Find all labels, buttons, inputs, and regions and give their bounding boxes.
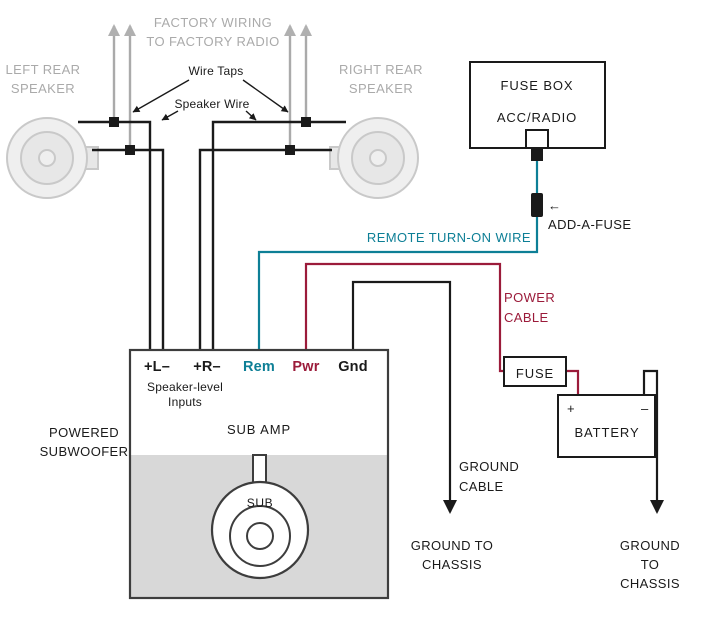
amp-terminal-ground: Gnd (338, 359, 368, 375)
fuse-box-connector (531, 148, 543, 161)
wire-taps-label: Wire Taps (188, 64, 244, 78)
right-speaker-dustcap (369, 149, 387, 167)
right-speaker-label: RIGHT REAR SPEAKER (339, 62, 423, 96)
ground-to-chassis-right-label: GROUND TO CHASSIS (619, 538, 681, 591)
amp-terminal-right-input: +R– (193, 359, 221, 375)
powered-subwoofer-unit (128, 348, 390, 600)
left-arrow-icon: ← (548, 198, 562, 213)
left-rear-speaker (6, 117, 99, 199)
sub-speaker-dustcap (246, 522, 274, 550)
speaker-wire-pointer-left (161, 110, 179, 121)
amp-terminal-power: Pwr (292, 359, 320, 375)
remote-turn-on-label: REMOTE TURN-ON WIRE (366, 230, 531, 245)
sub-connector (252, 454, 267, 484)
ground-to-chassis-left-label: GROUND TO CHASSIS (410, 538, 494, 572)
fuse-box (469, 61, 606, 161)
power-cable-label: POWER CABLE (504, 290, 556, 325)
amp-terminal-remote: Rem (242, 359, 276, 375)
power-cable-wire (304, 262, 504, 373)
inline-fuse-outline (503, 356, 567, 387)
powered-subwoofer-label: POWERED SUBWOOFER (39, 425, 129, 459)
battery-plus-terminal: + (567, 401, 575, 416)
ground-cable-label: GROUND CABLE (459, 459, 520, 494)
fuse-label: FUSE (515, 366, 555, 381)
battery-label: BATTERY (574, 425, 640, 440)
fuse-box-circuit-label: ACC/RADIO (496, 110, 578, 125)
wire-taps-pointer-right (242, 79, 289, 113)
battery-minus-terminal: – (641, 401, 649, 416)
battery-ground-wire (642, 369, 664, 514)
battery-outline (557, 394, 656, 458)
fuse-box-slot (525, 129, 549, 149)
left-speaker-wire-2 (92, 148, 165, 350)
left-speaker-wire-1 (78, 120, 152, 350)
speaker-level-inputs-label: Speaker-level Inputs (147, 380, 223, 409)
amp-terminal-left-input: +L– (144, 359, 170, 375)
amp-box-outline (128, 348, 390, 600)
wire-tap-2 (125, 145, 135, 155)
speaker-wire-label: Speaker Wire (174, 97, 250, 111)
left-speaker-dustcap (38, 149, 56, 167)
right-speaker-wire-2 (198, 148, 332, 350)
sub-amp-label: SUB AMP (226, 422, 292, 437)
sub-label: SUB (246, 496, 274, 510)
right-speaker-wire-1 (211, 120, 346, 350)
right-rear-speaker (329, 117, 419, 199)
wire-taps-pointer-left (132, 79, 190, 113)
wire-tap-3 (301, 117, 311, 127)
wire-tap-4 (285, 145, 295, 155)
add-a-fuse-text: ADD-A-FUSE (548, 217, 632, 232)
speaker-wire-pointer-right (245, 110, 257, 121)
add-a-fuse-label: ← ADD-A-FUSE (548, 177, 631, 234)
factory-wiring-label: FACTORY WIRING TO FACTORY RADIO (146, 15, 280, 49)
fuse-box-title: FUSE BOX (500, 78, 574, 93)
amp-ground-wire (351, 280, 457, 514)
power-cable-to-battery (566, 369, 580, 395)
left-speaker-label: LEFT REAR SPEAKER (5, 62, 81, 96)
add-a-fuse-holder (531, 193, 543, 217)
wire-tap-1 (109, 117, 119, 127)
